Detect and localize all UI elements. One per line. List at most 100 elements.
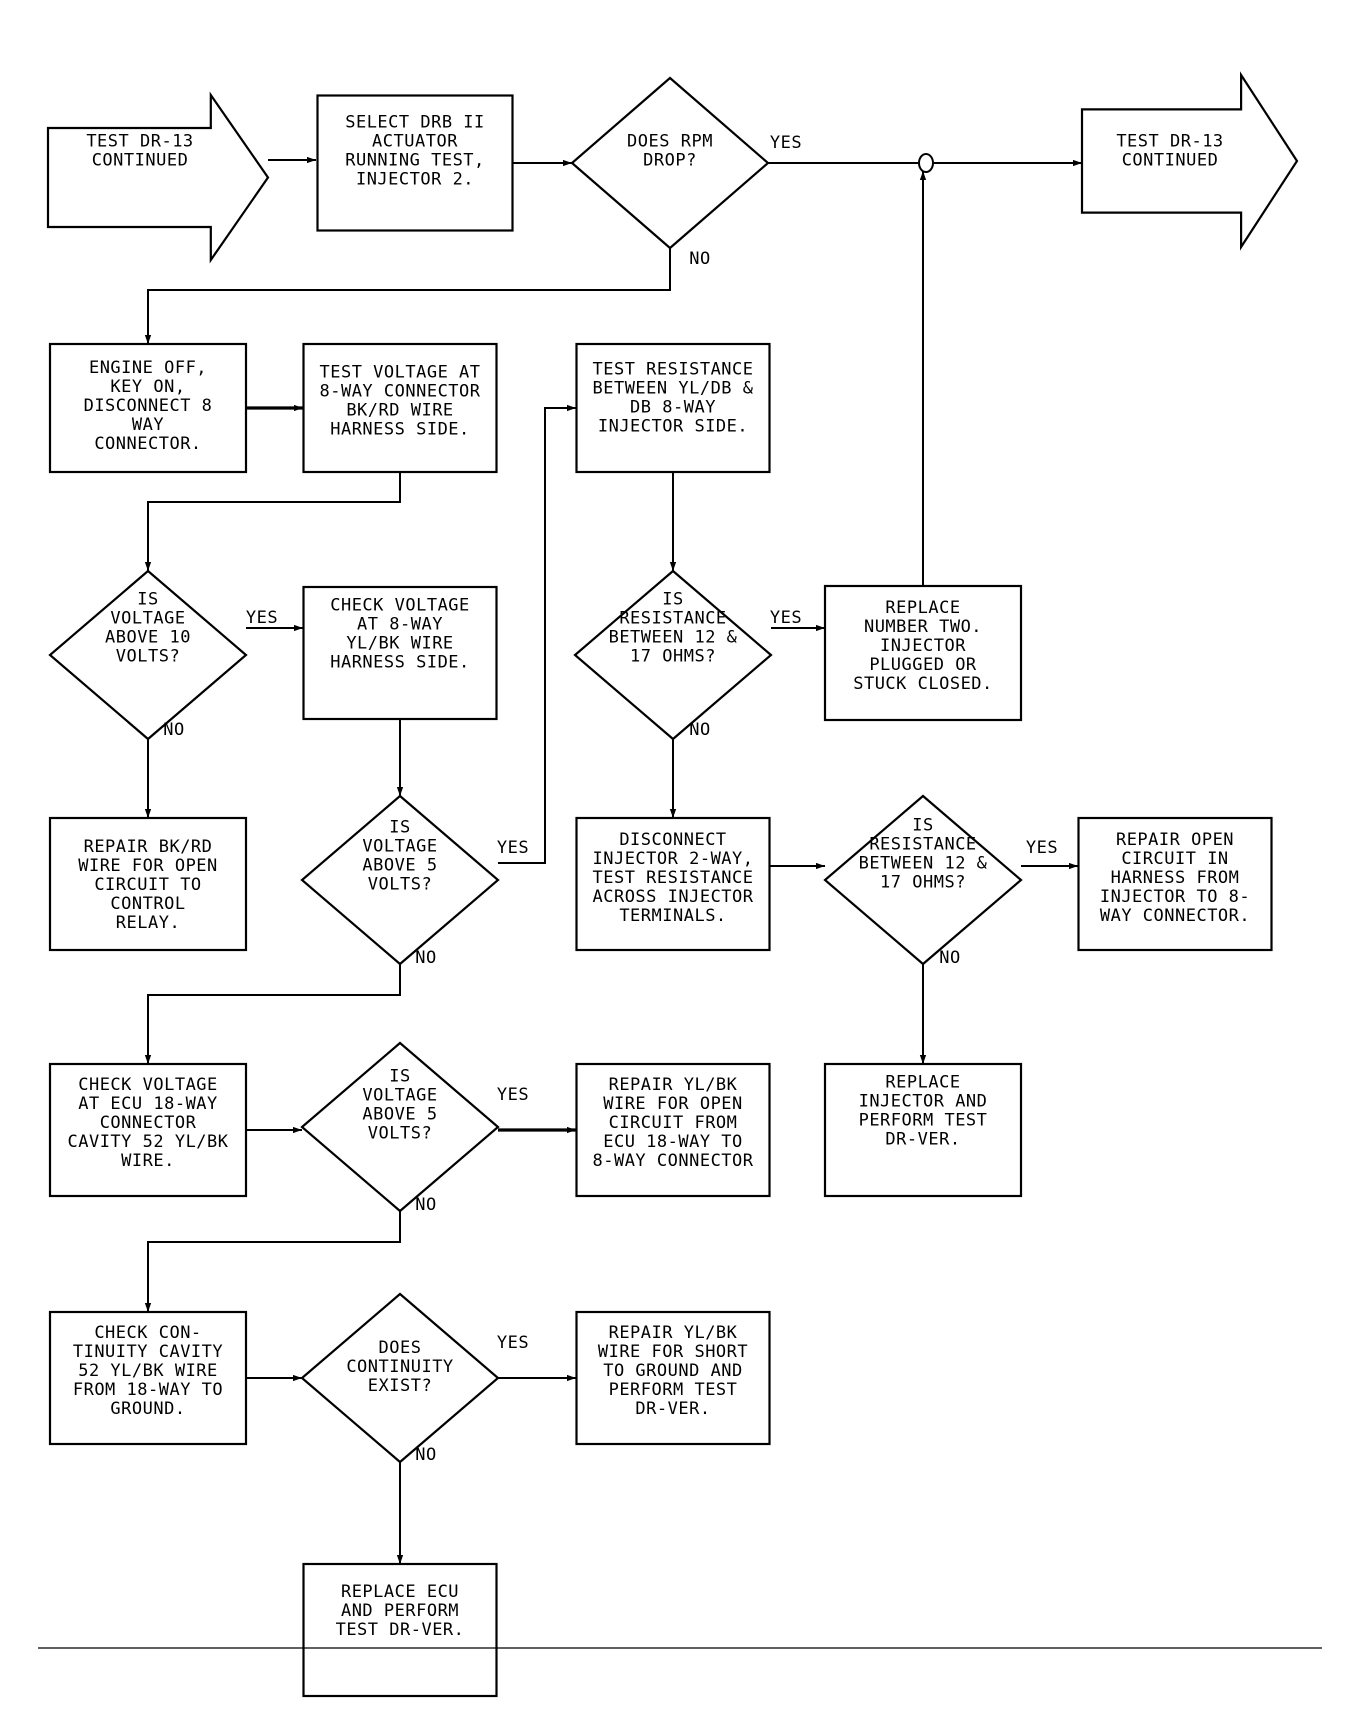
node-text-line: HARNESS FROM bbox=[1111, 868, 1240, 888]
process-box bbox=[316, 94, 514, 232]
node-text-line: RELAY. bbox=[116, 913, 180, 933]
node-text-line: DISCONNECT 8 bbox=[84, 396, 213, 416]
node-text-line: RESISTANCE bbox=[869, 835, 976, 855]
node-text-line: CIRCUIT FROM bbox=[609, 1113, 738, 1133]
node-text-line: INJECTOR 2-WAY, bbox=[592, 849, 753, 869]
process-box bbox=[575, 816, 771, 952]
node-text-line: INJECTOR TO 8- bbox=[1100, 887, 1250, 907]
node-text-line: VOLTS? bbox=[368, 1124, 432, 1144]
node-text-line: SELECT DRB II bbox=[345, 113, 485, 133]
node-text-line: ABOVE 10 bbox=[105, 628, 191, 648]
node-text-line: TINUITY CAVITY bbox=[73, 1342, 223, 1362]
node-text-line: 17 OHMS? bbox=[630, 647, 716, 667]
node-text-line: DROP? bbox=[643, 151, 697, 171]
node-text-line: PLUGGED OR bbox=[869, 655, 977, 675]
arrow-rpm-no-to-engine bbox=[144, 248, 671, 344]
node-text-line: 17 OHMS? bbox=[880, 873, 966, 893]
r2-no-label: NO bbox=[939, 948, 960, 968]
node-text-line: CIRCUIT IN bbox=[1121, 849, 1228, 869]
node-text-line: TEST RESISTANCE bbox=[592, 868, 753, 888]
r2-yes-label: YES bbox=[1026, 838, 1058, 858]
node-text-line: FROM 18-WAY TO bbox=[73, 1380, 223, 1400]
node-text-line: IS bbox=[912, 816, 933, 836]
arrow-v5a-yes-to-test-resistance bbox=[498, 404, 576, 864]
decision-diamond bbox=[300, 794, 500, 966]
node-text-line: PERFORM TEST bbox=[859, 1111, 988, 1131]
process-box bbox=[823, 584, 1023, 722]
node-text-line: DOES RPM bbox=[627, 132, 713, 152]
node-text-line: TERMINALS. bbox=[619, 906, 726, 926]
node-text-line: ACROSS INJECTOR bbox=[592, 887, 753, 907]
node-text-line: 8-WAY CONNECTOR bbox=[319, 382, 480, 402]
process-box bbox=[575, 1310, 771, 1446]
connector-arrow bbox=[46, 91, 270, 264]
node-text-line: EXIST? bbox=[368, 1376, 432, 1396]
decision-diamond bbox=[573, 569, 773, 741]
node-text-line: 8-WAY CONNECTOR bbox=[592, 1151, 753, 1171]
node-text-line: VOLTAGE bbox=[362, 1086, 437, 1106]
node-text-line: RESISTANCE bbox=[619, 609, 726, 629]
node-text-line: TEST DR-13 bbox=[86, 132, 193, 152]
node-text-line: TEST RESISTANCE bbox=[592, 360, 753, 380]
node-text-line: REPAIR OPEN bbox=[1116, 830, 1234, 850]
node-text-line: RUNNING TEST, bbox=[345, 151, 485, 171]
node-text-line: TEST VOLTAGE AT bbox=[319, 363, 480, 383]
node-text-line: ACTUATOR bbox=[372, 132, 458, 152]
arrow-test-voltage-to-v10 bbox=[144, 472, 401, 571]
junction-crossover bbox=[918, 153, 934, 173]
node-text-line: IS bbox=[389, 1067, 410, 1087]
node-text-line: DR-VER. bbox=[635, 1399, 710, 1419]
v10-yes-label: YES bbox=[246, 608, 278, 628]
node-text-line: DISCONNECT bbox=[619, 830, 726, 850]
node-text-line: CHECK CON- bbox=[94, 1323, 201, 1343]
process-box bbox=[48, 342, 248, 474]
rpm-yes-label: YES bbox=[770, 133, 802, 153]
process-box bbox=[302, 342, 498, 474]
node-text-line: CONNECTOR. bbox=[94, 434, 201, 454]
process-box bbox=[302, 1562, 498, 1698]
node-text-line: CONTINUED bbox=[92, 151, 189, 171]
decision-diamond bbox=[300, 1041, 500, 1213]
node-text-line: CAVITY 52 YL/BK bbox=[67, 1132, 228, 1152]
cont-yes-label: YES bbox=[497, 1333, 529, 1353]
v5a-yes-label: YES bbox=[497, 838, 529, 858]
v5a-no-label: NO bbox=[415, 948, 436, 968]
cont-no-label: NO bbox=[415, 1445, 436, 1465]
node-text-line: WAY bbox=[132, 415, 164, 435]
process-box bbox=[48, 1310, 248, 1446]
r1-yes-label: YES bbox=[770, 608, 802, 628]
node-text-line: DOES bbox=[379, 1338, 422, 1358]
node-text-line: ABOVE 5 bbox=[362, 1105, 437, 1125]
node-text-line: BETWEEN 12 & bbox=[609, 628, 738, 648]
node-text-line: BK/RD WIRE bbox=[346, 401, 453, 421]
process-box bbox=[1077, 816, 1273, 952]
connector-lines bbox=[144, 156, 1082, 1564]
node-text-line: WIRE. bbox=[121, 1151, 175, 1171]
node-text-line: AT 8-WAY bbox=[357, 615, 443, 635]
node-text-line: ECU 18-WAY TO bbox=[603, 1132, 743, 1152]
node-text-line: REPAIR BK/RD bbox=[84, 837, 213, 857]
v5b-no-label: NO bbox=[415, 1195, 436, 1215]
decision-diamond bbox=[300, 1292, 500, 1464]
node-text-line: TEST DR-VER. bbox=[336, 1620, 465, 1640]
process-box bbox=[48, 1062, 248, 1198]
node-text-line: REPLACE ECU bbox=[341, 1582, 459, 1602]
node-text-line: WIRE FOR OPEN bbox=[603, 1094, 743, 1114]
node-engine: ENGINE OFF,KEY ON,DISCONNECT 8WAYCONNECT… bbox=[48, 342, 248, 474]
node-text-line: IS bbox=[389, 818, 410, 838]
node-text-line: VOLTS? bbox=[116, 647, 180, 667]
node-text-line: PERFORM TEST bbox=[609, 1380, 738, 1400]
